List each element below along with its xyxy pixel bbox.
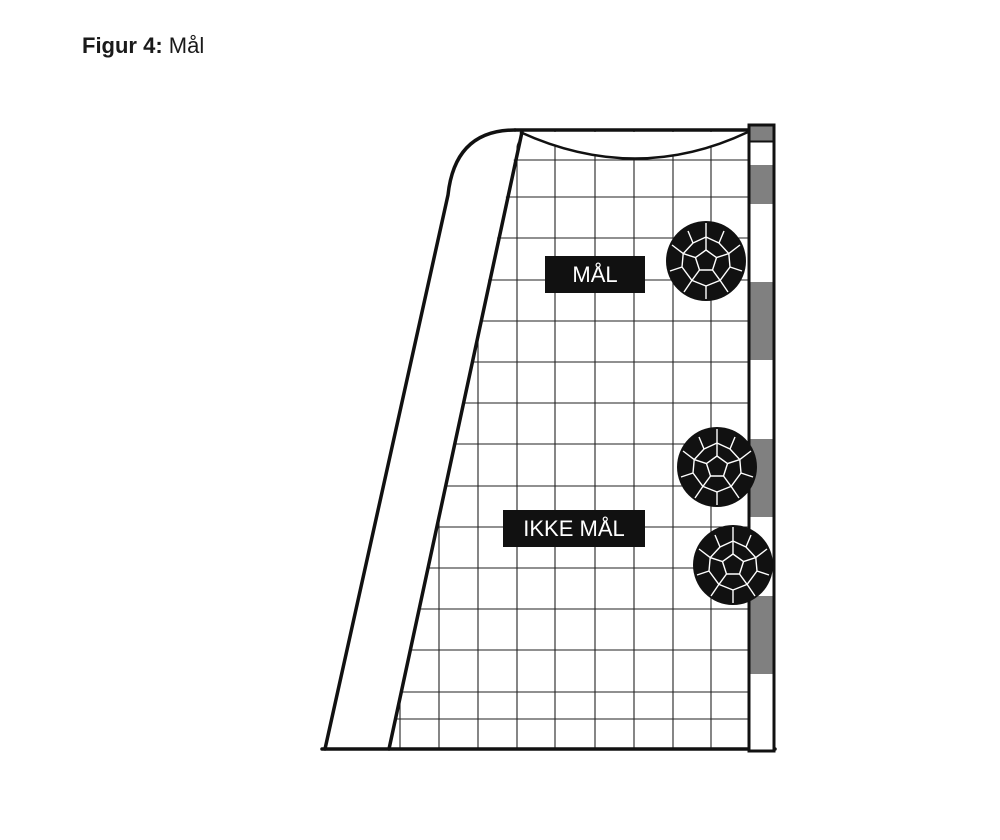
figure-title: Mål [168, 33, 205, 58]
label-goal: MÅL [545, 256, 645, 293]
label-no-goal: IKKE MÅL [503, 510, 645, 547]
figure-caption: Figur 4: Mål [82, 33, 204, 59]
goal-frame [320, 128, 777, 751]
ball-goal [666, 221, 746, 301]
figure-number: Figur 4: [82, 33, 163, 58]
ball-on-line-lower [693, 525, 773, 605]
label-goal-text: MÅL [572, 262, 617, 287]
label-no-goal-text: IKKE MÅL [523, 516, 624, 541]
goal-post [747, 123, 776, 753]
net-top-sag [519, 130, 749, 160]
ball-on-line-upper [677, 427, 757, 507]
